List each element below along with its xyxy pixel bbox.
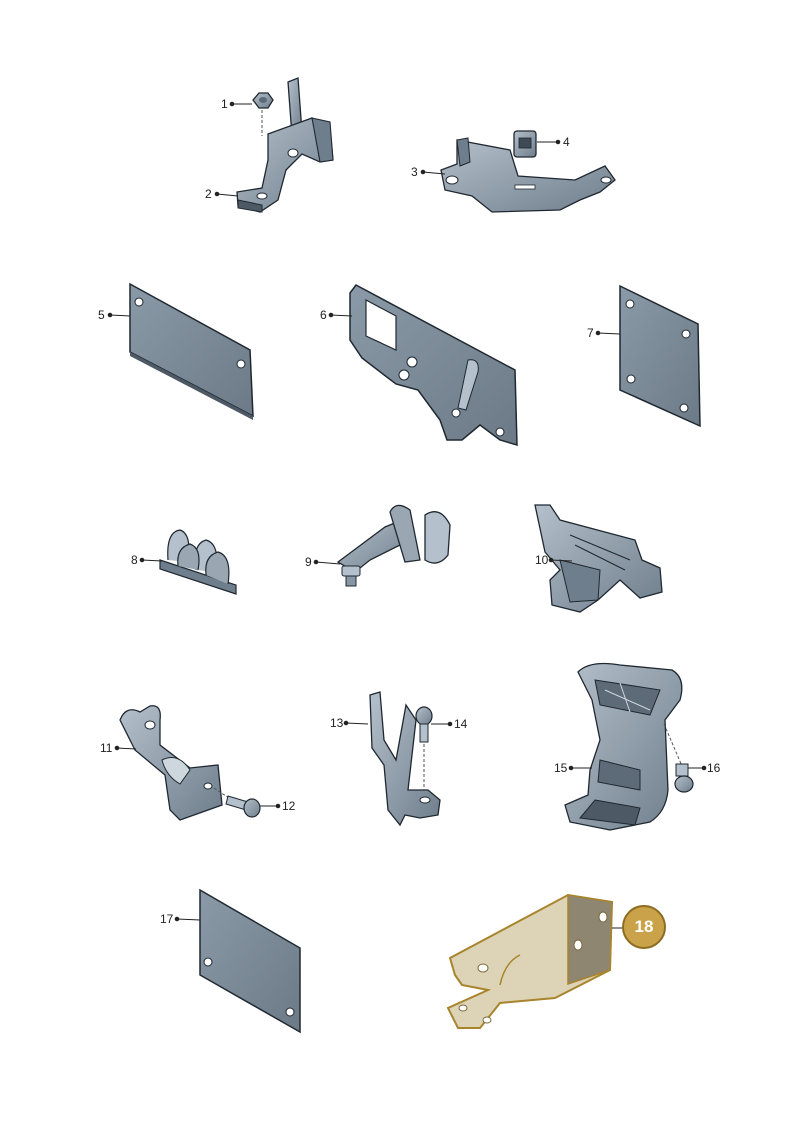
part-1-nut (252, 92, 274, 136)
callout-11: 11 (100, 741, 113, 755)
callout-1: 1 (221, 97, 228, 111)
callout-5: 5 (98, 308, 105, 322)
part-6-shaped-plate (349, 284, 518, 447)
part-13-bracket (369, 691, 441, 827)
callout-16: 16 (707, 761, 721, 775)
part-15-bracket (564, 662, 683, 831)
part-18-highlighted-bracket (446, 893, 614, 1029)
part-16-screw (674, 763, 694, 793)
callout-2: 2 (205, 187, 212, 201)
part-3-long-bracket (440, 137, 616, 213)
callout-9: 9 (305, 555, 312, 569)
part-17-plate (199, 888, 301, 1034)
callout-8: 8 (131, 553, 138, 567)
callout-12: 12 (282, 799, 296, 813)
callout-10: 10 (535, 553, 549, 567)
part-12-screw (213, 787, 261, 818)
callout-14: 14 (454, 717, 468, 731)
callout-17: 17 (160, 912, 174, 926)
part-11-bracket (119, 705, 223, 821)
callout-6: 6 (320, 308, 327, 322)
part-2-bracket (236, 77, 334, 213)
callout-3: 3 (411, 165, 418, 179)
leader-lines (107, 101, 707, 929)
part-9-clip (336, 504, 451, 587)
part-7-square-plate (619, 284, 701, 428)
part-10-bracket (534, 504, 663, 613)
part-8-double-clip (159, 529, 237, 595)
part-5-plate (129, 282, 254, 420)
callout-4: 4 (563, 135, 570, 149)
callout-13: 13 (330, 716, 344, 730)
part-4-clip (513, 130, 537, 158)
callout-15: 15 (554, 761, 568, 775)
highlight-badge-18[interactable]: 18 (622, 905, 666, 949)
part-14-screw (415, 706, 433, 790)
callout-7: 7 (587, 326, 594, 340)
